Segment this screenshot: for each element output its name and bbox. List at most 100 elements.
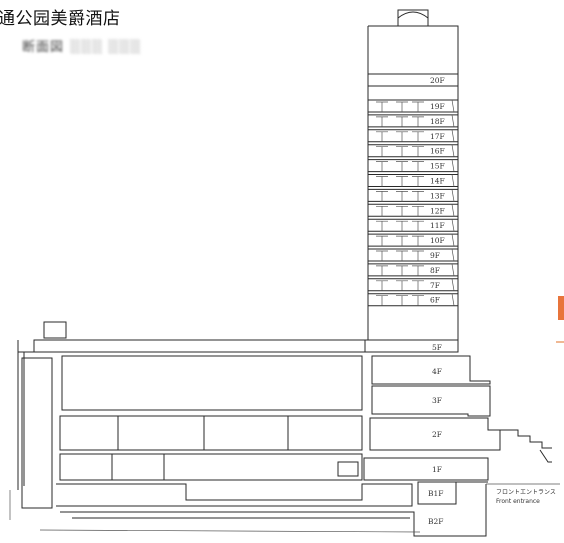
tower-column-tick [376, 116, 388, 127]
tower-balcony-edge [451, 204, 455, 217]
tower-floor-band [368, 218, 458, 232]
tower-balcony-edge [451, 234, 455, 247]
tower-column-tick [396, 250, 408, 261]
tower-column-tick [412, 101, 424, 112]
floor-label-10f: 10F [430, 236, 445, 245]
tower-column-tick [396, 101, 408, 112]
tower-column-tick [396, 191, 408, 202]
tower-balcony-edge [451, 114, 455, 127]
floor-label-15f: 15F [430, 162, 445, 171]
floor-label-b2f: B2F [428, 517, 444, 526]
tower-column-tick [396, 205, 408, 217]
tower-floor-band [368, 144, 458, 158]
floor-label-19f: 19F [430, 102, 445, 111]
rooftop-structure [367, 9, 459, 75]
tower-floor-band [368, 159, 458, 173]
floor-label-12f: 12F [430, 206, 445, 215]
tower-balcony-edge [451, 174, 455, 187]
tower-balcony-edge [451, 248, 455, 262]
accent-marker [558, 296, 564, 320]
tower-balcony-edge [451, 144, 455, 157]
tower-floor-band [368, 188, 458, 202]
tower-balcony-edge [451, 129, 455, 142]
tower-column-tick [376, 101, 388, 112]
tower-floor-band [368, 248, 458, 262]
floor-label-2f: 2F [432, 430, 442, 439]
tower-floor-band [368, 263, 458, 277]
tower-column-tick [412, 116, 424, 127]
tower-column-tick [412, 235, 424, 247]
tower-column-tick [376, 280, 388, 291]
tower-column-tick [376, 220, 388, 232]
floor-label-4f: 4F [432, 367, 442, 376]
tower-floor-band [368, 114, 458, 128]
tower-column-tick [412, 131, 424, 142]
tower-column-tick [376, 205, 388, 217]
tower-column-tick [376, 176, 388, 187]
tower-column-tick [396, 265, 408, 276]
tower-floor-bands: 20F 19F 18F 17F 16F 15F 14F 13F 12F 11F 10F 9F 8F 7F 6… [368, 73, 458, 307]
floor-label-11f: 11F [430, 221, 445, 230]
tower-column-tick [396, 220, 408, 232]
tower-column-tick [412, 205, 424, 217]
floor-label-13f: 13F [430, 191, 445, 200]
floor-label-7f: 7F [430, 281, 440, 290]
floor-label-18f: 18F [430, 117, 445, 126]
tower-column-tick [412, 146, 424, 157]
floor-label-3f: 3F [432, 396, 442, 405]
tower-column-tick [412, 220, 424, 232]
tower-column-tick [376, 250, 388, 261]
podium-structure [9, 321, 560, 537]
tower-column-tick [396, 146, 408, 157]
tower-floor-band [368, 129, 458, 143]
tower-column-tick [396, 280, 408, 291]
tower-balcony-edge [451, 99, 455, 113]
tower-floor-band [368, 233, 458, 247]
section-subtitle: 断面図▒▒▒ ▒▒▒ [22, 40, 142, 55]
tower-balcony-edge [451, 278, 455, 291]
floor-label-1f: 1F [432, 465, 442, 474]
floor-label-6f: 6F [430, 296, 440, 305]
tower-balcony-edge [451, 189, 455, 202]
tower-balcony-edge [451, 219, 455, 232]
floor-label-5f: 5F [432, 343, 442, 352]
floor-label-20f: 20F [430, 76, 445, 85]
tower-column-tick [412, 176, 424, 187]
section-subtitle-text: 断面図 [22, 40, 65, 55]
tower-column-tick [376, 265, 388, 276]
tower-column-tick [376, 295, 388, 306]
tower-column-tick [412, 161, 424, 172]
tower-column-tick [396, 131, 408, 142]
tower-column-tick [412, 265, 424, 276]
tower-column-tick [412, 280, 424, 291]
tower-column-tick [412, 295, 424, 306]
tower-column-tick [396, 116, 408, 127]
tower-column-tick [396, 161, 408, 172]
tower-shell [367, 26, 459, 340]
floor-label-16f: 16F [430, 147, 445, 156]
tower-column-tick [376, 146, 388, 157]
tower-floor-band [368, 293, 458, 307]
floor-label-17f: 17F [430, 132, 445, 141]
tower-floor-band [368, 99, 458, 113]
tower-column-tick [396, 235, 408, 247]
tower-column-tick [376, 191, 388, 202]
entrance-label-en: Front entrance [496, 498, 540, 505]
floor-label-9f: 9F [430, 251, 440, 260]
floor-label-8f: 8F [430, 266, 440, 275]
tower-balcony-edge [451, 293, 455, 306]
tower-floor-band [368, 278, 458, 292]
tower-floor-band [368, 174, 458, 187]
floor-label-14f: 14F [430, 177, 445, 186]
entrance-label-jp: フロントエントランス [496, 489, 556, 496]
tower-column-tick [376, 131, 388, 142]
tower-floor-band [368, 73, 458, 87]
accent-underline [556, 341, 564, 343]
tower-column-tick [396, 295, 408, 306]
tower-balcony-edge [451, 263, 455, 276]
page-title: 通公园美爵酒店 [0, 9, 121, 29]
tower-balcony-edge [451, 159, 455, 172]
tower-column-tick [412, 250, 424, 261]
tower-column-tick [376, 161, 388, 172]
